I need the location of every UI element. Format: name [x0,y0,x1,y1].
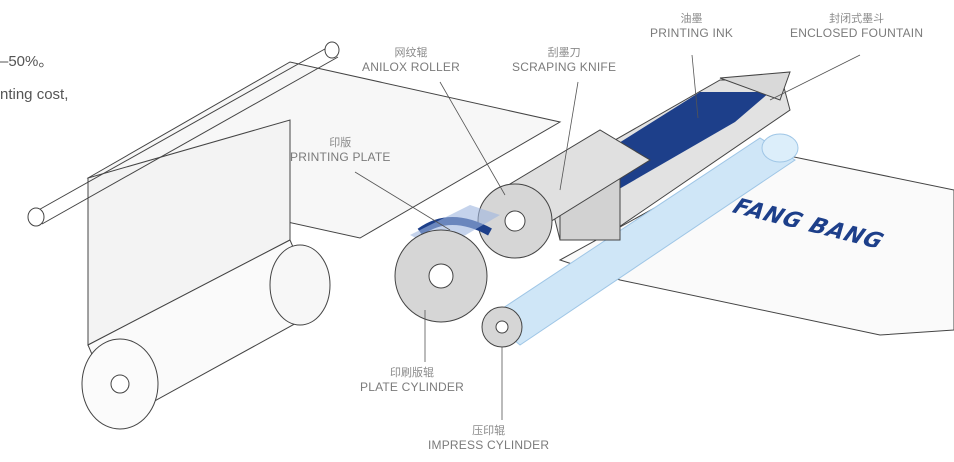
label-printing-ink-cn: 油墨 [680,13,703,25]
label-printing-plate-cn: 印版 [329,137,352,149]
label-plate-cylinder: 印刷版辊 PLATE CYLINDER [360,366,464,394]
anilox-roller [477,129,651,259]
label-anilox-roller: 网纹辊 ANILOX ROLLER [362,46,460,74]
label-plate-cylinder-cn: 印刷版辊 [389,367,434,379]
side-text-line2: nting cost, [0,86,69,103]
plate-cylinder [394,205,500,323]
label-scraping-knife-cn: 刮墨刀 [547,47,581,59]
label-impress-cylinder-cn: 压印辊 [472,425,506,437]
side-text-line1: –50%。 [0,53,54,70]
label-printing-ink-en: PRINTING INK [650,26,734,40]
label-plate-cylinder-en: PLATE CYLINDER [360,380,464,394]
label-enclosed-fountain-cn: 封闭式墨斗 [829,13,885,25]
label-enclosed-fountain: 封闭式墨斗 ENCLOSED FOUNTAIN [790,12,923,40]
unwind-roll [81,239,331,430]
label-scraping-knife: 刮墨刀 SCRAPING KNIFE [512,46,616,74]
label-anilox-roller-en: ANILOX ROLLER [362,60,460,74]
label-printing-plate-en: PRINTING PLATE [290,150,391,164]
label-scraping-knife-en: SCRAPING KNIFE [512,60,617,74]
label-impress-cylinder: 压印辊 IMPRESS CYLINDER [428,424,549,452]
leader-lines [354,54,861,420]
idler-roller [34,44,333,213]
impress-cylinder [481,133,799,348]
label-enclosed-fountain-en: ENCLOSED FOUNTAIN [790,26,924,40]
label-printing-plate: 印版 PRINTING PLATE [290,136,391,164]
label-printing-ink: 油墨 PRINTING INK [650,12,733,40]
label-impress-cylinder-en: IMPRESS CYLINDER [428,438,550,452]
label-anilox-roller-cn: 网纹辊 [394,47,428,59]
